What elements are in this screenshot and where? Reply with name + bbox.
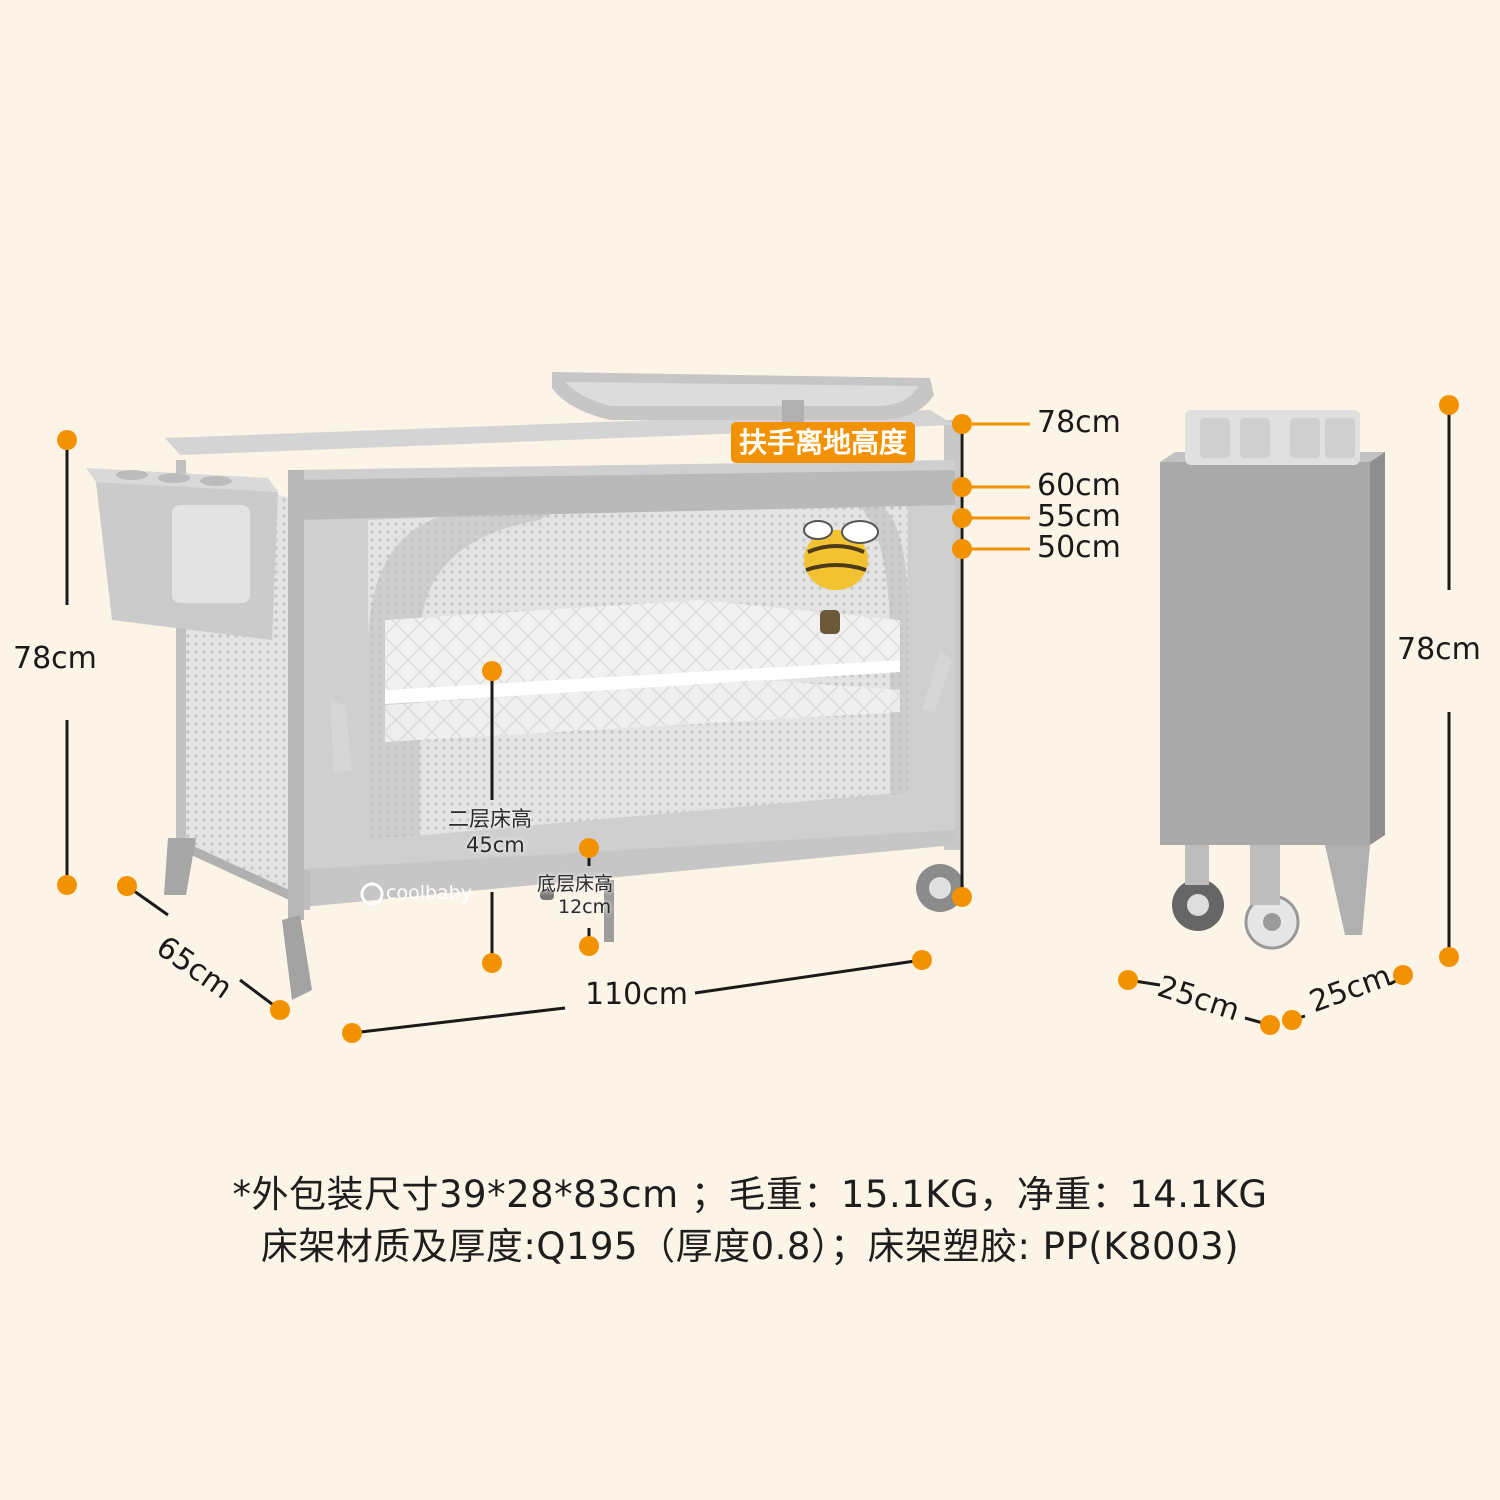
folded-height-label: 78cm — [1397, 632, 1481, 667]
second-layer-title: 二层床高 — [448, 807, 532, 831]
dimension-lines — [57, 395, 1459, 1043]
bottom-layer-title: 底层床高 — [537, 873, 614, 895]
dimension-dot — [1393, 965, 1413, 985]
dimension-dot — [57, 430, 77, 450]
handrail-height-78: 78cm — [1037, 405, 1121, 440]
dimension-dot — [342, 1023, 362, 1043]
handrail-height-60: 60cm — [1037, 468, 1121, 503]
folded-crib — [1160, 410, 1385, 950]
dimension-dot — [482, 953, 502, 973]
dimension-dot — [1118, 970, 1138, 990]
handrail-height-badge: 扶手离地高度 — [731, 422, 916, 464]
dimension-dot — [952, 539, 972, 559]
dimension-dot — [1439, 395, 1459, 415]
logo-icon — [360, 882, 384, 906]
crib-height-label: 78cm — [13, 641, 97, 676]
dimension-dot — [270, 1000, 290, 1020]
dimension-dot — [952, 414, 972, 434]
dimension-dot — [952, 508, 972, 528]
dimension-dot — [912, 950, 932, 970]
dimension-dot — [579, 838, 599, 858]
crib-width-label: 110cm — [585, 977, 688, 1012]
handrail-height-55: 55cm — [1037, 499, 1121, 534]
dimension-dot — [57, 875, 77, 895]
packaging-info-line: *外包装尺寸39*28*83cm ；毛重：15.1KG，净重：14.1KG — [232, 1173, 1268, 1216]
dimension-dot — [952, 887, 972, 907]
bee-mascot — [803, 520, 879, 634]
brand-logo-text: coolbaby — [386, 882, 472, 904]
dimension-dot — [1282, 1010, 1302, 1030]
bottom-layer-value: 12cm — [558, 896, 612, 918]
travel-crib — [86, 372, 964, 1000]
material-info-line: 床架材质及厚度:Q195（厚度0.8）；床架塑胶: PP(K8003) — [260, 1225, 1240, 1268]
dimension-dot — [1260, 1015, 1280, 1035]
dimension-dot — [117, 876, 137, 896]
dimension-dot — [579, 936, 599, 956]
second-layer-value: 45cm — [466, 833, 525, 857]
handrail-height-50: 50cm — [1037, 530, 1121, 565]
dimension-dot — [952, 477, 972, 497]
dimension-dot — [1439, 947, 1459, 967]
dimension-dot — [482, 661, 502, 681]
